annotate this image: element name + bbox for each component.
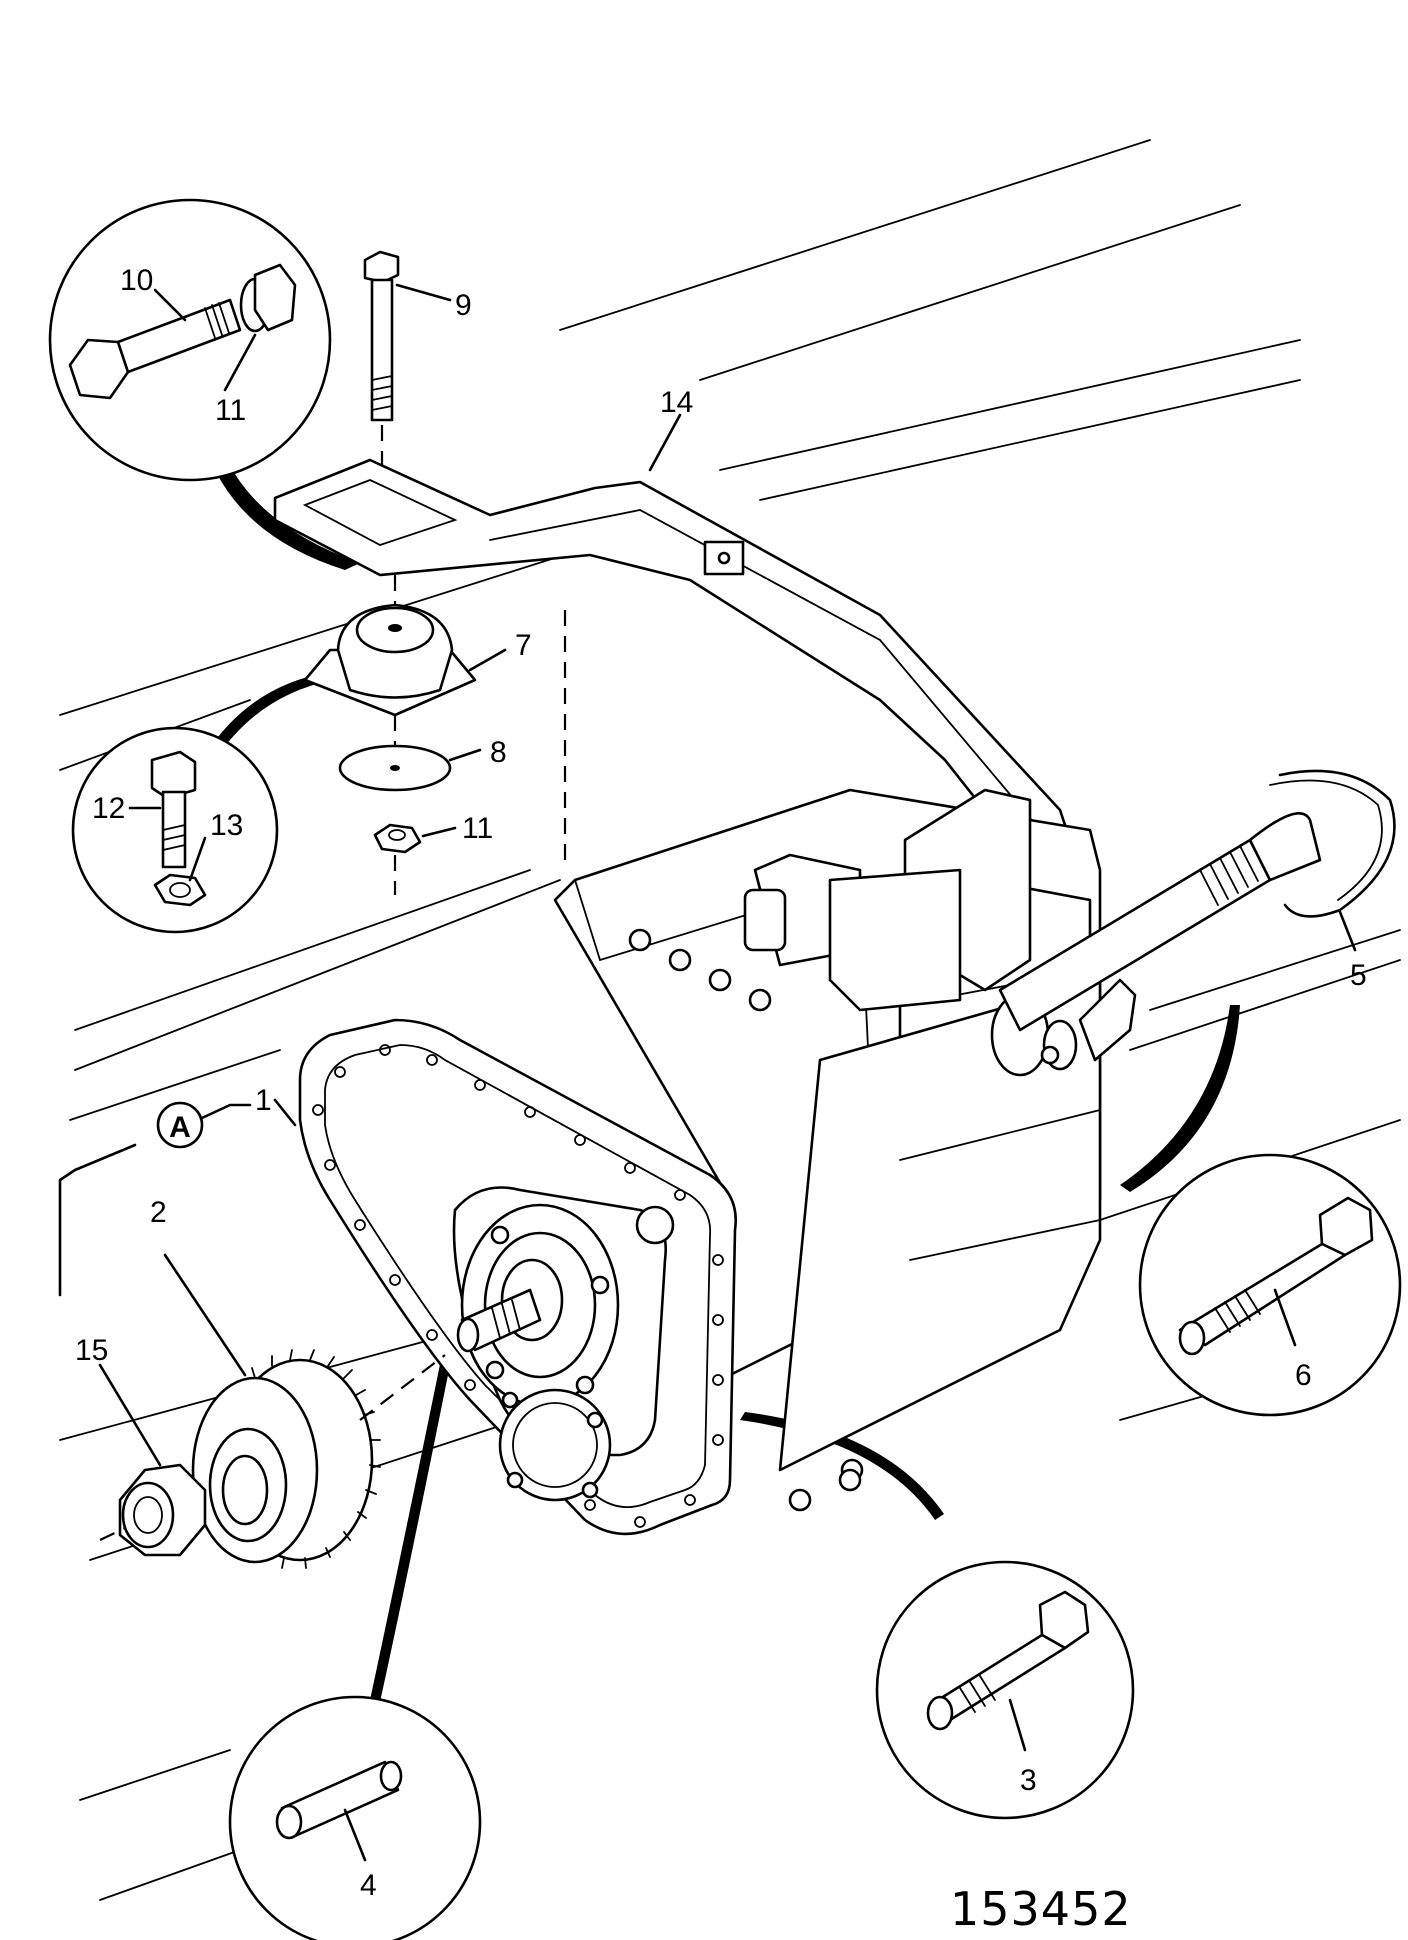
detail-circle-bolt-nut: [48, 198, 332, 482]
gear-part-2: [191, 1349, 446, 1569]
nut-part-11: [373, 823, 457, 895]
callout-9: 9: [455, 289, 472, 322]
rubber-mount-part-7: [303, 575, 507, 755]
callout-11-nut: 11: [462, 812, 493, 845]
callout-3: 3: [1020, 1764, 1037, 1797]
callout-13: 13: [210, 809, 243, 842]
callout-8: 8: [490, 736, 507, 769]
kit-marker-a: A: [169, 1111, 191, 1144]
output-shaft-part-5: [998, 769, 1396, 1032]
callout-6: 6: [1295, 1359, 1312, 1392]
callout-15: 15: [75, 1334, 108, 1367]
nut-icon: [253, 263, 297, 332]
detail-circle-pin-4: [228, 1695, 482, 1940]
long-bolt-part-9: [363, 250, 452, 475]
nut-part-15: [99, 1463, 207, 1557]
nut-icon: [153, 873, 207, 907]
bolt-icon: [150, 750, 197, 869]
callout-5: 5: [1350, 959, 1367, 992]
bolt-icon: [68, 298, 242, 400]
callout-14: 14: [660, 386, 693, 419]
callout-7: 7: [515, 629, 532, 662]
callout-1: 1: [255, 1084, 272, 1117]
bell-housing-cover-part-1: [273, 1018, 737, 1536]
pin-icon: [275, 1760, 403, 1840]
washer-part-8: [338, 744, 482, 792]
callout-2: 2: [150, 1196, 167, 1229]
callout-11-detail: 11: [215, 394, 246, 427]
callout-10: 10: [120, 264, 153, 297]
callout-12: 12: [92, 792, 125, 825]
detail-circle-bolt-12-nut-13: [71, 726, 279, 934]
gearbox-housing: [553, 769, 1396, 1512]
bolt-icon: [1178, 1196, 1374, 1356]
callout-labels: 1 2 3 4 5 6 7 8 9 10 11 11 12 13 14 15: [75, 264, 1367, 1902]
figure-reference-number: 153452: [950, 1882, 1132, 1936]
detail-circle-bolt-3: [875, 1560, 1135, 1820]
detail-circle-bolt-6: [1138, 1153, 1402, 1417]
kit-bracket-a: A: [58, 1101, 252, 1467]
bolt-icon: [926, 1590, 1090, 1731]
callout-4: 4: [360, 1869, 377, 1902]
